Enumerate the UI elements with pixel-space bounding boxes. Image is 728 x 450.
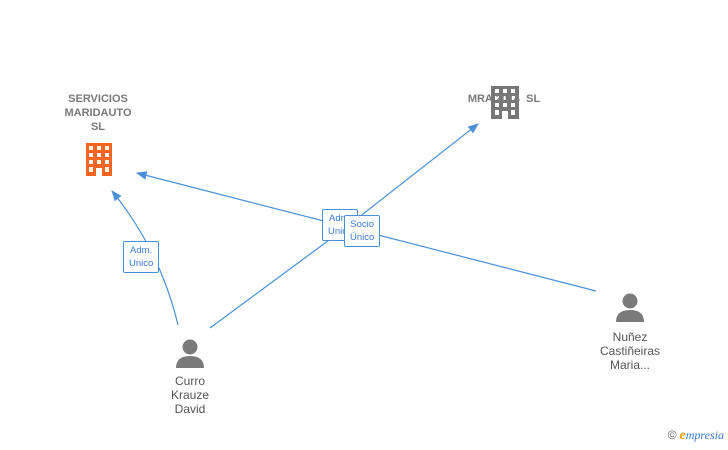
building-icon[interactable] xyxy=(491,86,519,119)
person-name-line: Nuñez xyxy=(612,330,648,344)
person-name-curro-krauze[interactable]: Curro Krauze David xyxy=(150,374,230,416)
company-name-line: SL xyxy=(90,121,106,133)
edge-label-line: Unico xyxy=(328,226,353,237)
building-icon[interactable] xyxy=(86,143,112,176)
edge-label-line: Único xyxy=(350,232,375,243)
company-name-mra-2014[interactable]: MRA 2014 SL xyxy=(448,64,560,120)
edge-label-line: Socio xyxy=(350,219,375,230)
empresia-logo: ©empresia xyxy=(668,428,724,444)
person-name-line: David xyxy=(174,402,206,416)
company-name-servicios-maridauto[interactable]: SERVICIOS MARIDAUTO SL xyxy=(46,92,150,134)
company-name-line: MARIDAUTO xyxy=(64,107,132,119)
person-name-line: Curro xyxy=(174,374,205,388)
edge-label-line: Adm. xyxy=(329,213,352,224)
edge-label-curro-mra[interactable]: Socio Único xyxy=(344,215,381,247)
person-name-nunez-castineiras[interactable]: Nuñez Castiñeiras Maria... xyxy=(585,330,675,372)
person-icon[interactable] xyxy=(616,293,644,323)
company-name-line: SERVICIOS xyxy=(68,93,128,105)
person-icon[interactable] xyxy=(176,339,204,369)
person-name-line: Castiñeiras xyxy=(599,344,661,358)
edge-label-line: Adm. xyxy=(130,245,153,256)
edge-label-curro-servicios[interactable]: Adm. Unico xyxy=(123,241,160,273)
person-name-line: Maria... xyxy=(609,358,650,372)
brand-name: mpresia xyxy=(685,428,724,442)
company-name-line: MRA 2014 SL xyxy=(467,93,541,105)
copyright-symbol: © xyxy=(667,428,677,442)
edge-label-line: Unico xyxy=(129,258,154,269)
person-name-line: Krauze xyxy=(170,388,210,402)
brand-initial: e xyxy=(679,428,686,443)
